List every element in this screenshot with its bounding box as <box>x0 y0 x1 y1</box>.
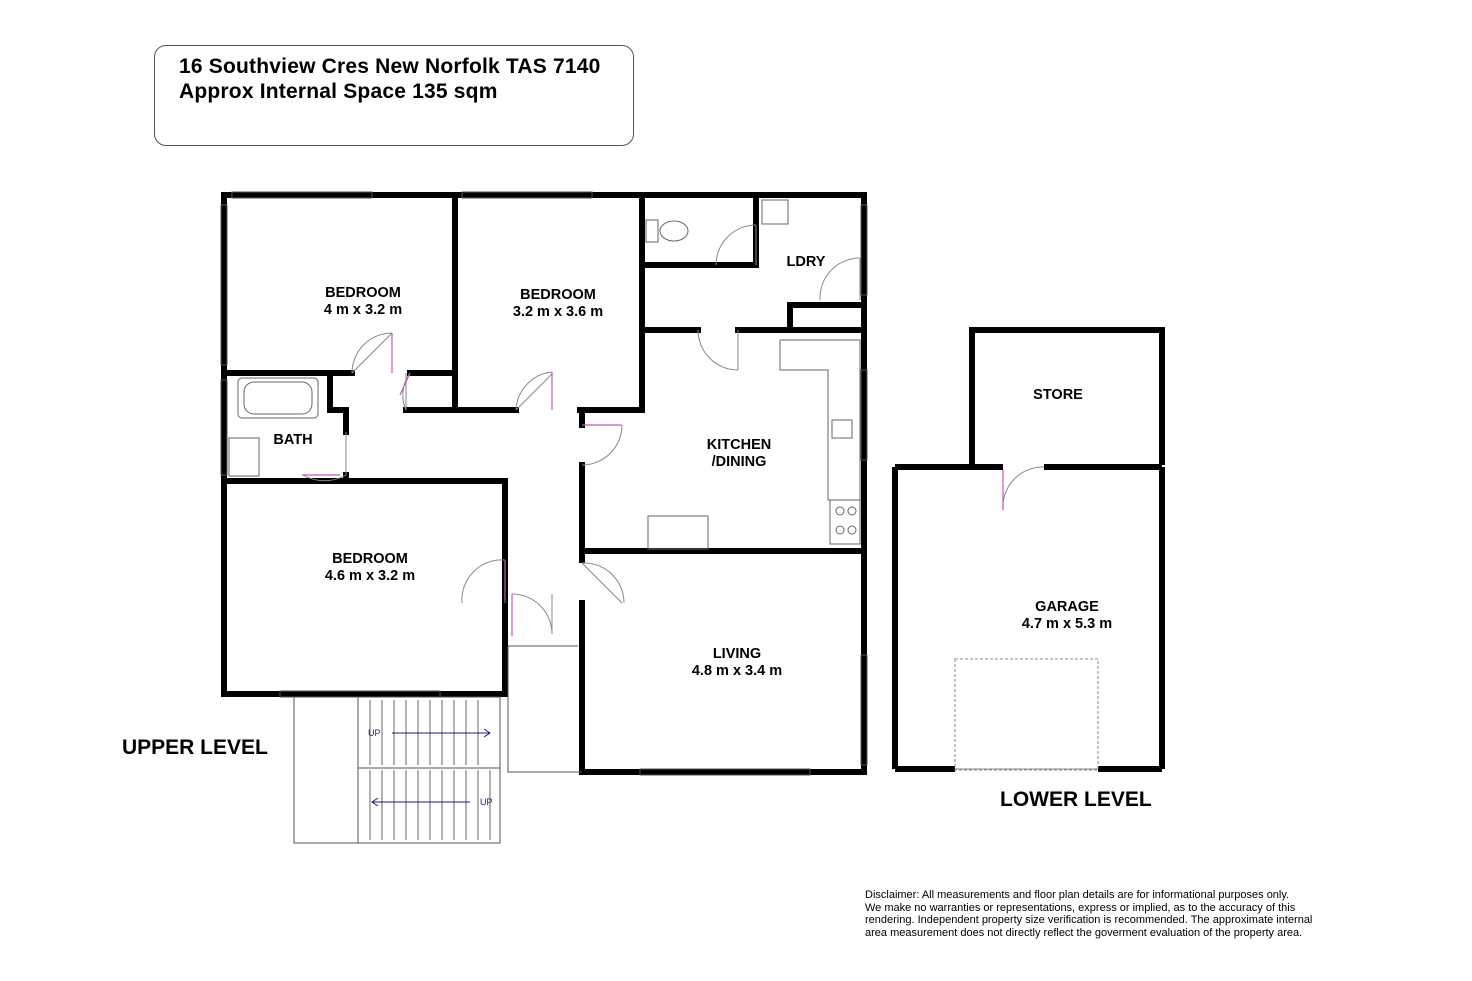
room-bedroom-3: BEDROOM 4.6 m x 3.2 m <box>325 551 415 585</box>
room-bedroom-1: BEDROOM 4 m x 3.2 m <box>324 285 402 319</box>
room-name: LIVING <box>712 646 762 662</box>
disclaimer-line: We make no warranties or representations… <box>865 901 1296 914</box>
disclaimer-line: Disclaimer: All measurements and floor p… <box>865 889 1290 901</box>
stair-up-label-2: UP <box>480 797 493 807</box>
room-name: BEDROOM <box>520 287 596 303</box>
room-name: LDRY <box>786 254 826 270</box>
lower-level-walls <box>892 327 1165 772</box>
disclaimer-line: rendering. Independent property size ver… <box>865 914 1313 926</box>
room-size: 4 m x 3.2 m <box>323 302 403 318</box>
room-name: BATH <box>273 432 313 448</box>
room-kitchen-dining: KITCHEN /DINING <box>707 437 771 471</box>
door-swing-accents <box>302 333 620 636</box>
room-name: BEDROOM <box>325 285 401 301</box>
room-living: LIVING 4.8 m x 3.4 m <box>692 646 782 680</box>
upper-level-thin-lines <box>220 191 868 844</box>
room-size: 4.6 m x 3.2 m <box>324 568 416 584</box>
stair-arrows <box>371 728 491 807</box>
room-name: BEDROOM <box>332 551 408 567</box>
room-store: STORE <box>1033 387 1083 404</box>
stair-treads <box>369 700 491 840</box>
room-bath: BATH <box>273 432 312 449</box>
room-garage: GARAGE 4.7 m x 5.3 m <box>1022 599 1112 633</box>
disclaimer: Disclaimer: All measurements and floor p… <box>865 889 1365 939</box>
room-size: 4.8 m x 3.4 m <box>691 663 783 679</box>
room-size: 3.2 m x 3.6 m <box>512 304 604 320</box>
room-name-2: /DINING <box>711 454 767 470</box>
room-name: GARAGE <box>1035 599 1099 615</box>
room-laundry: LDRY <box>787 254 826 271</box>
title-box: 16 Southview Cres New Norfolk TAS 7140 A… <box>154 45 634 146</box>
stair-up-label-1: UP <box>368 728 381 738</box>
internal-space: Approx Internal Space 135 sqm <box>179 80 498 103</box>
upper-level-walls <box>221 192 867 775</box>
property-address: 16 Southview Cres New Norfolk TAS 7140 <box>179 55 601 78</box>
room-name: STORE <box>1033 387 1083 403</box>
room-name: KITCHEN <box>706 437 772 453</box>
lower-level-label: LOWER LEVEL <box>1000 788 1152 811</box>
fixtures <box>228 199 861 550</box>
room-size: 4.7 m x 5.3 m <box>1021 616 1113 632</box>
disclaimer-line: area measurement does not directly refle… <box>865 926 1303 939</box>
upper-level-label: UPPER LEVEL <box>122 736 268 759</box>
room-bedroom-2: BEDROOM 3.2 m x 3.6 m <box>513 287 603 321</box>
